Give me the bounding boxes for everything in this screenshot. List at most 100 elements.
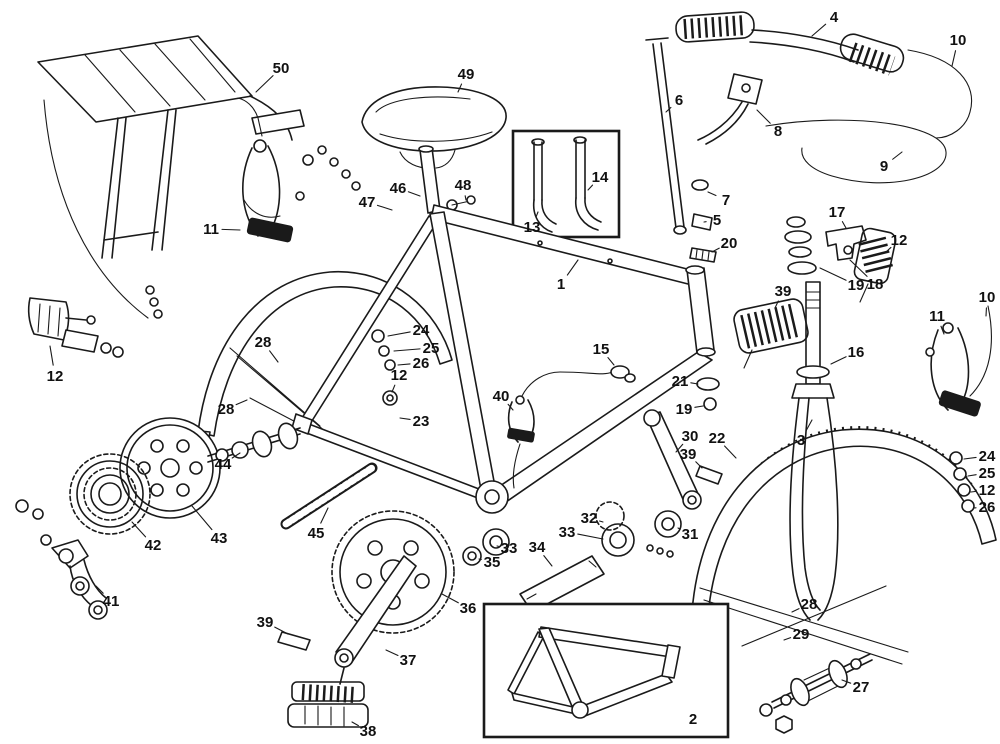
pedal-right	[733, 298, 809, 369]
spoke-protector-disc	[119, 417, 221, 519]
part-number-39: 39	[680, 446, 697, 463]
leader-line	[783, 637, 792, 641]
leader-line	[376, 204, 393, 211]
leader-line	[478, 558, 482, 561]
leader-line	[49, 345, 54, 366]
part-number-28: 28	[801, 596, 818, 613]
fork	[784, 216, 867, 621]
handlebar	[675, 11, 905, 76]
cable-10-top	[907, 49, 972, 139]
chain	[280, 462, 378, 530]
leader-line	[967, 474, 977, 477]
leader-line	[819, 267, 847, 281]
bb-cup	[482, 528, 510, 556]
leader-lines	[49, 23, 987, 727]
bb-cup	[601, 523, 635, 557]
part-number-36: 36	[460, 600, 477, 617]
crown-race	[796, 365, 830, 379]
brake-pad	[246, 217, 294, 243]
leader-line	[95, 585, 104, 594]
pedal-body	[287, 703, 369, 728]
small-fasteners	[145, 145, 398, 406]
part-number-1: 1	[557, 276, 565, 293]
part-number-26: 26	[979, 499, 996, 516]
part-number-39: 39	[257, 614, 274, 631]
crankset	[277, 510, 455, 728]
leader-line	[707, 191, 717, 197]
part-number-49: 49	[458, 66, 475, 83]
bottom-bracket-shell	[475, 480, 509, 514]
part-number-30: 30	[682, 428, 699, 445]
leader-line	[391, 384, 396, 393]
brake-lever	[697, 73, 763, 145]
leader-line	[397, 363, 411, 366]
part-number-11: 11	[929, 308, 945, 325]
part-number-2: 2	[689, 711, 697, 728]
leader-line	[607, 356, 615, 366]
part-number-12: 12	[47, 368, 64, 385]
right-grip	[848, 42, 896, 76]
leader-line	[507, 403, 514, 411]
part-number-40: 40	[493, 388, 510, 405]
part-number-10: 10	[979, 289, 996, 306]
part-number-33: 33	[501, 540, 518, 557]
leader-line	[399, 417, 411, 420]
part-number-35: 35	[484, 554, 501, 571]
background-curve	[43, 99, 149, 319]
leader-line	[841, 679, 852, 684]
leader-line	[191, 505, 213, 531]
leader-line	[235, 399, 248, 406]
leader-line	[849, 259, 868, 277]
leader-line	[231, 452, 241, 459]
leader-line	[255, 75, 274, 93]
part-number-42: 42	[145, 537, 162, 554]
hub-flange	[790, 677, 810, 707]
lockring	[595, 501, 625, 531]
leader-line	[830, 356, 847, 365]
rear-hub-freewheel	[15, 417, 301, 535]
inset-brake-levers	[511, 129, 621, 239]
part-number-34: 34	[529, 539, 546, 556]
clamp-parts	[689, 179, 717, 263]
leader-line	[695, 461, 703, 469]
leader-line	[970, 490, 977, 493]
frame	[291, 204, 716, 514]
part-number-48: 48	[455, 177, 472, 194]
part-number-45: 45	[308, 525, 325, 542]
leader-line	[566, 259, 579, 276]
saddle	[361, 86, 507, 169]
brake-caliper-front	[925, 322, 981, 417]
leader-line	[940, 325, 945, 335]
leader-line	[690, 382, 699, 385]
leader-line	[963, 456, 977, 460]
leader-line	[274, 626, 289, 635]
part-number-18: 18	[867, 276, 884, 293]
part-number-17: 17	[829, 204, 846, 221]
pedal-left	[27, 297, 124, 358]
leader-line	[805, 419, 813, 431]
fender-eyelet	[949, 451, 963, 465]
part-number-12: 12	[391, 367, 408, 384]
part-number-33: 33	[559, 524, 576, 541]
part-number-28: 28	[255, 334, 272, 351]
leader-line	[387, 331, 411, 337]
leader-line	[577, 533, 604, 540]
leader-line	[677, 527, 681, 530]
part-number-5: 5	[713, 212, 721, 229]
part-number-37: 37	[400, 652, 417, 669]
part-number-25: 25	[979, 465, 996, 482]
part-number-3: 3	[797, 432, 805, 449]
reflector	[853, 227, 897, 303]
part-number-16: 16	[848, 344, 865, 361]
leader-line	[774, 300, 779, 309]
cable-9	[765, 119, 947, 184]
leader-line	[351, 721, 359, 727]
leader-line	[599, 520, 604, 523]
leader-line	[951, 50, 957, 67]
jockey-wheel	[70, 576, 90, 596]
leader-line	[269, 350, 279, 363]
head-tube	[686, 267, 715, 354]
leader-line	[791, 608, 800, 613]
part-number-9: 9	[880, 158, 888, 175]
